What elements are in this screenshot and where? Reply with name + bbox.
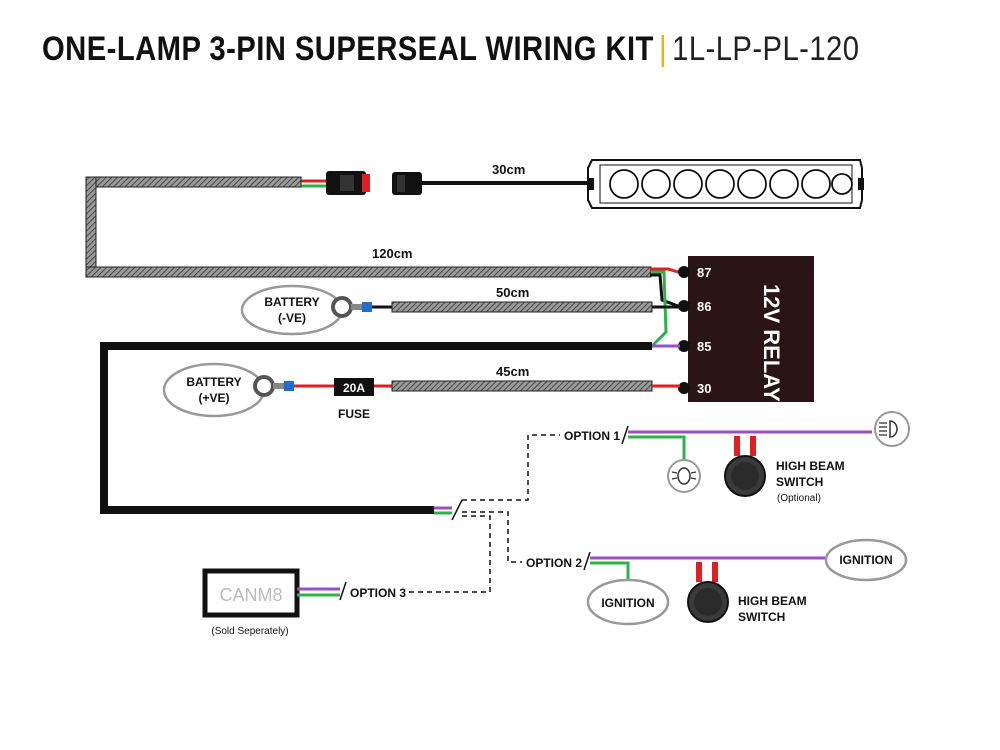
ignition-left-label: IGNITION (601, 596, 654, 610)
battery-ring-terminal-icon (253, 375, 294, 397)
light-bar-icon (587, 159, 864, 209)
cable-50cm (391, 301, 653, 313)
canm8-label: CANM8 (219, 585, 282, 605)
superseal-connector-male (326, 171, 370, 195)
switch1-note: (Optional) (777, 493, 821, 504)
option2-label: OPTION 2 (526, 556, 582, 570)
cable-30cm-label: 30cm (492, 162, 525, 177)
title-separator: | (658, 30, 668, 68)
relay-12v: 87 86 85 30 12V RELAY (678, 256, 814, 402)
battery-neg-bubble (240, 284, 344, 336)
fuse-rating: 20A (343, 381, 365, 395)
canm8-note: (Sold Seperately) (211, 626, 288, 637)
battery-pos-line2: (+VE) (198, 391, 229, 405)
battery-pos-bubble (162, 362, 266, 418)
switch1-line2: SWITCH (776, 475, 823, 489)
relay-pin-85: 85 (697, 339, 711, 354)
fuse-body (334, 378, 374, 396)
ignition-left-bubble (586, 578, 670, 626)
relay-pin-30: 30 (697, 381, 711, 396)
high-beam-icon (874, 411, 910, 447)
title-main: ONE-LAMP 3-PIN SUPERSEAL WIRING KIT (42, 30, 654, 68)
battery-neg-line1: BATTERY (264, 295, 319, 309)
cable-50cm-label: 50cm (496, 285, 529, 300)
fuse-label: FUSE (338, 407, 370, 421)
switch1-line1: HIGH BEAM (776, 459, 845, 473)
cable-120cm-label: 120cm (372, 246, 412, 261)
battery-ring-terminal-icon (331, 296, 372, 318)
option-dashed-lines (406, 434, 560, 593)
cable-45cm-label: 45cm (496, 364, 529, 379)
ignition-right-label: IGNITION (839, 553, 892, 567)
rocker-switch-icon (724, 436, 766, 497)
page-title: ONE-LAMP 3-PIN SUPERSEAL WIRING KIT|1L-L… (42, 30, 859, 74)
battery-pos-line1: BATTERY (186, 375, 241, 389)
relay-pin-86: 86 (697, 299, 711, 314)
option1-label: OPTION 1 (564, 429, 620, 443)
cable-45cm (391, 380, 653, 392)
relay-pin-87: 87 (697, 265, 711, 280)
relay-label: 12V RELAY (759, 284, 784, 402)
title-code: 1L-LP-PL-120 (672, 30, 860, 68)
trigger-loom (100, 342, 652, 514)
switch2-line1: HIGH BEAM (738, 594, 807, 608)
switch2-line2: SWITCH (738, 610, 785, 624)
ignition-right-bubble (824, 538, 908, 582)
battery-neg-line2: (-VE) (278, 311, 306, 325)
option3-label: OPTION 3 (350, 586, 406, 600)
canm8-box (202, 568, 300, 618)
superseal-connector-female (392, 172, 422, 195)
cable-120cm (85, 176, 652, 278)
low-beam-icon (667, 459, 701, 493)
rocker-switch-icon (687, 562, 729, 623)
